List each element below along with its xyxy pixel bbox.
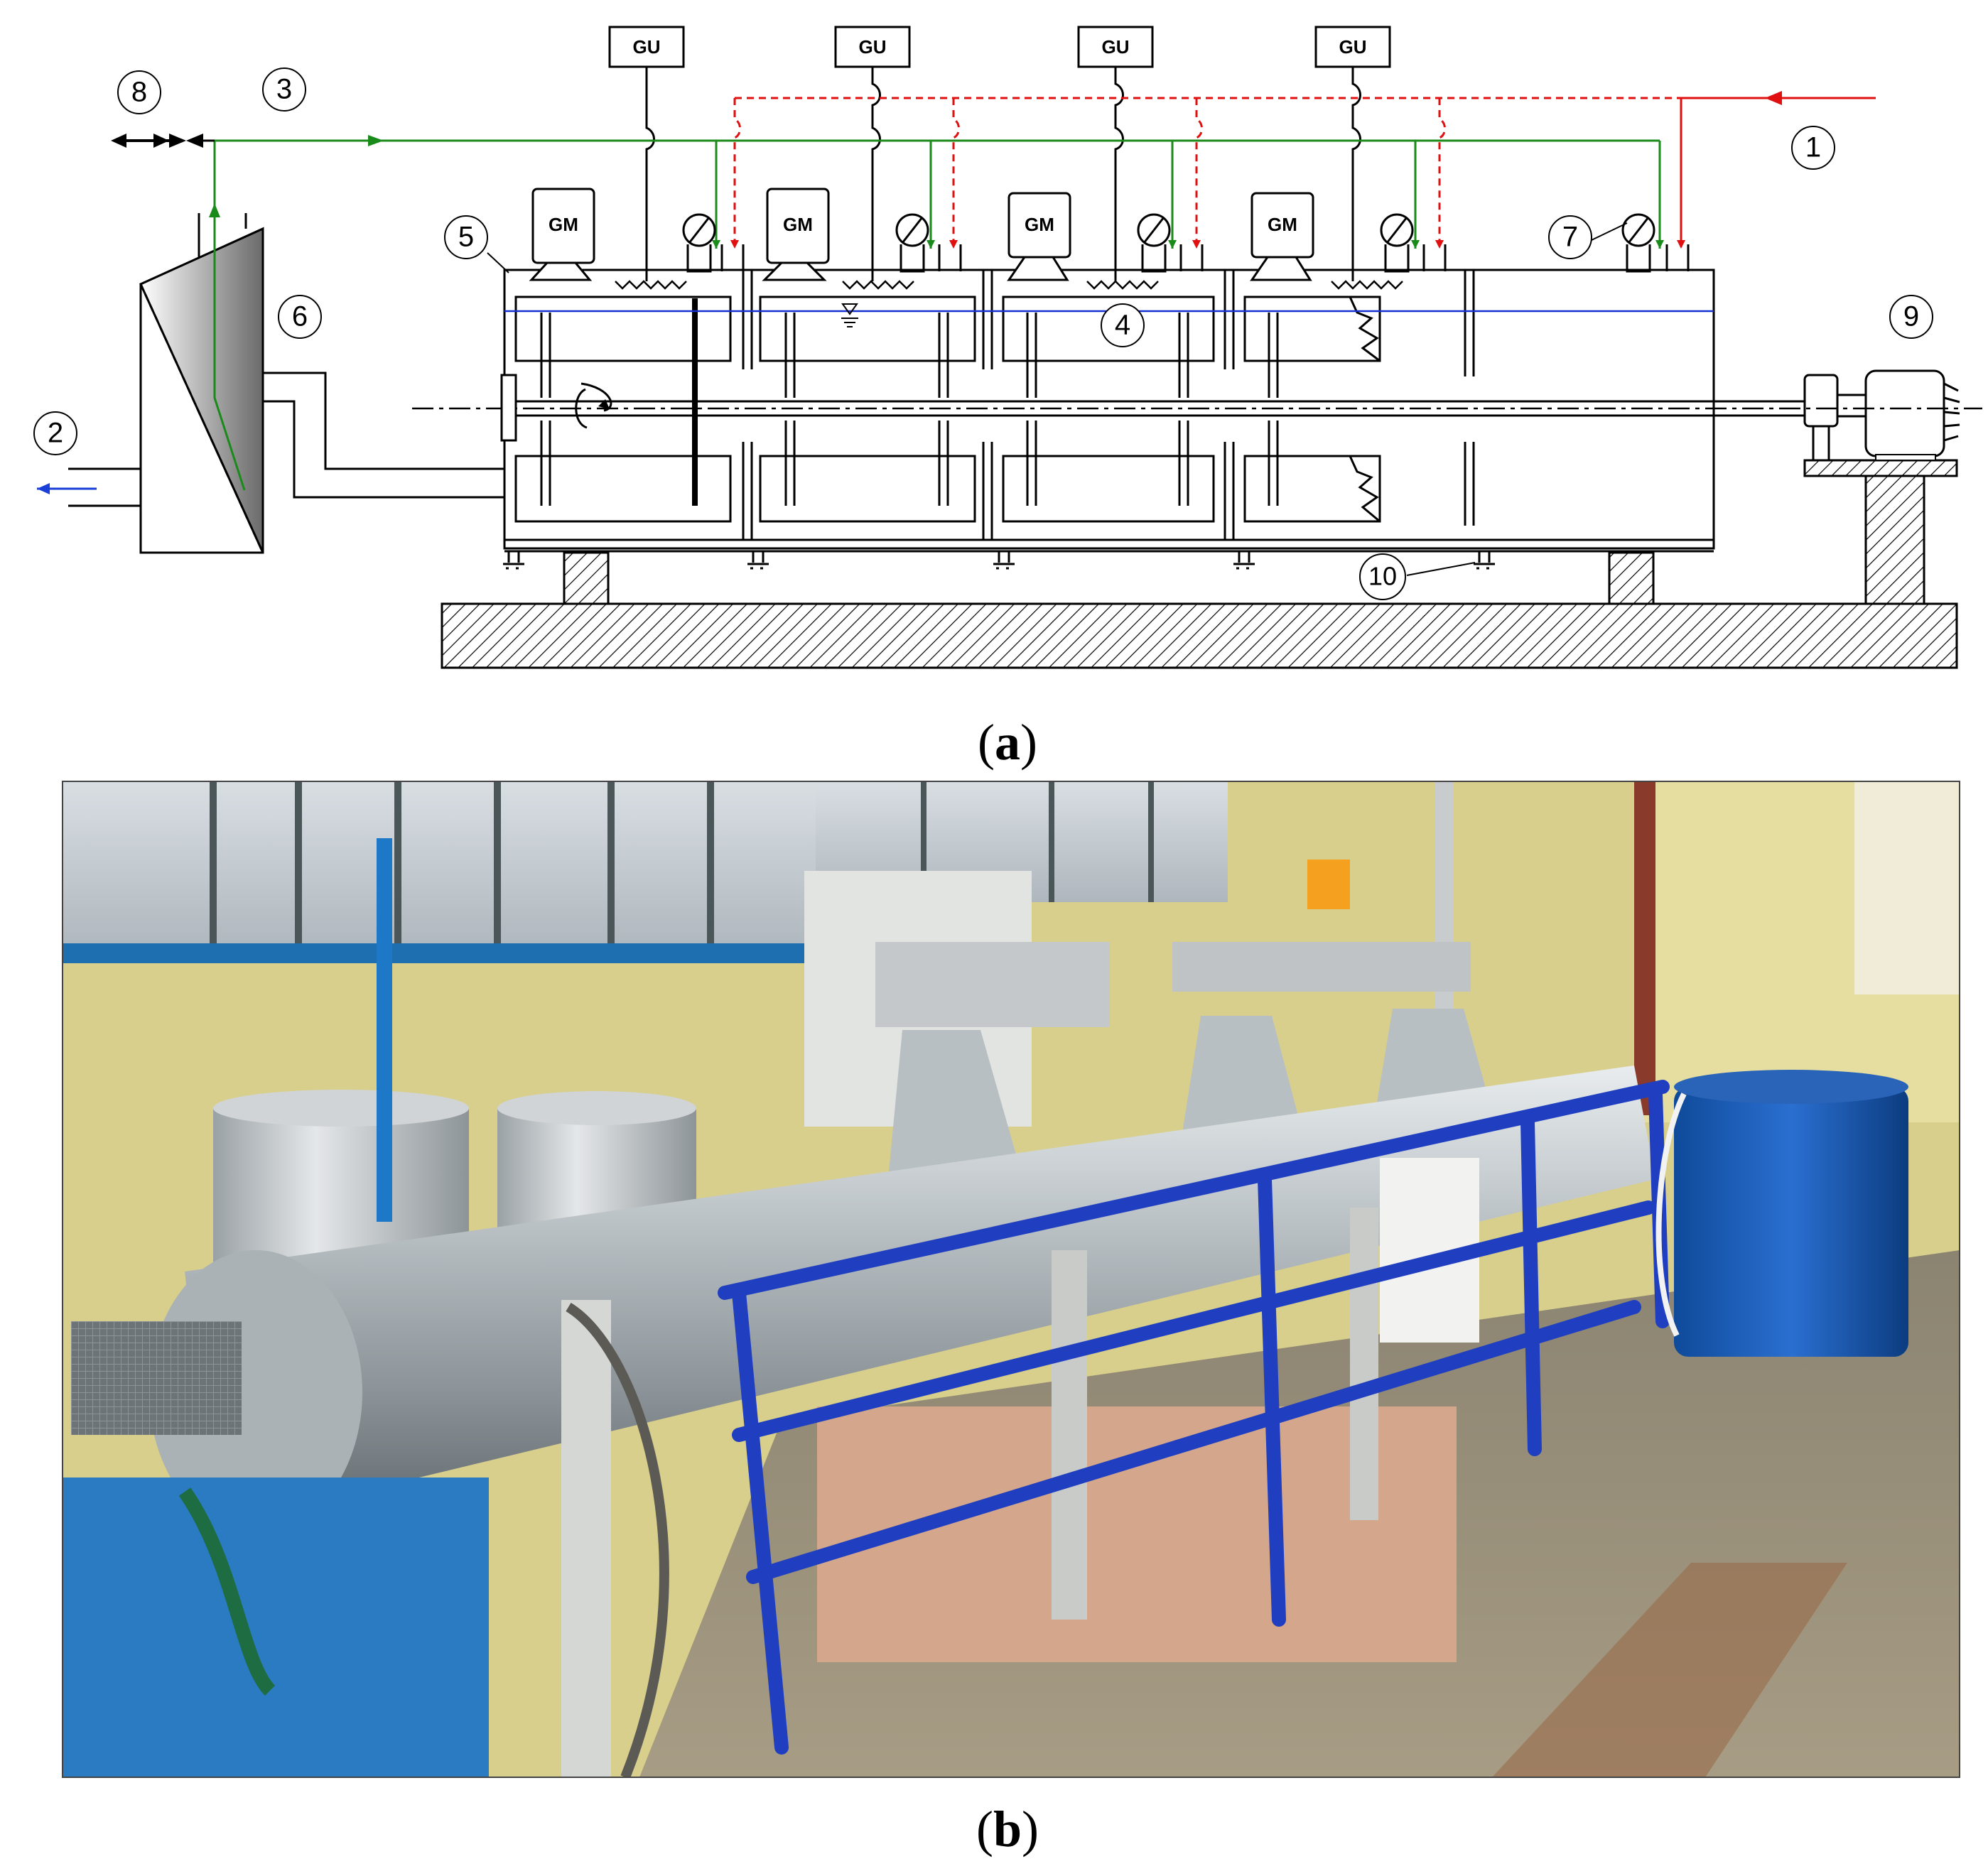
svg-text:3: 3: [276, 74, 292, 105]
gu-label: GU: [859, 36, 887, 58]
caption-b: (b): [976, 1801, 1039, 1858]
pressure-gauge: [895, 213, 962, 273]
gu-label: GU: [1102, 36, 1130, 58]
callout-8: 8: [117, 70, 161, 114]
panel-b-photo: (b): [62, 781, 1960, 1858]
hot-air-inlet-arrow: [1765, 91, 1782, 105]
callout-5: 5: [444, 215, 488, 259]
gu-unit: GU: [834, 26, 911, 281]
motor-base-plate: [1803, 459, 1958, 477]
drive-motor: [1803, 369, 1960, 462]
cyclone-separator: [68, 213, 264, 554]
callout-4: 4: [1101, 303, 1145, 347]
gu-label: GU: [633, 36, 661, 58]
svg-text:1: 1: [1805, 132, 1821, 163]
callout-7: 7: [1548, 215, 1592, 259]
gu-unit: GU: [608, 26, 685, 281]
svg-text:8: 8: [131, 77, 147, 108]
svg-text:5: 5: [458, 222, 474, 253]
gm-label: GM: [549, 214, 578, 235]
callout-10: 10: [1359, 553, 1406, 600]
foundation-slab: [441, 602, 1958, 669]
gm-label: GM: [1025, 214, 1054, 235]
gm-unit: GM: [1250, 192, 1314, 281]
gm-unit: GM: [529, 188, 595, 281]
gu-unit: GU: [1077, 26, 1154, 281]
gu-label: GU: [1339, 36, 1367, 58]
gas-flow-arrow: [368, 135, 384, 146]
panel-a-schematic: GM GM GM GM GU GU: [33, 26, 1982, 771]
valve: [111, 134, 215, 148]
svg-text:10: 10: [1368, 562, 1397, 591]
pressure-gauge: [1380, 213, 1447, 273]
svg-text:4: 4: [1115, 310, 1130, 341]
water-level-marker-icon: [841, 303, 858, 327]
callout-1: 1: [1791, 126, 1835, 170]
callout-9: 9: [1889, 295, 1933, 339]
support-pedestal: [563, 551, 610, 605]
svg-text:2: 2: [48, 418, 63, 449]
gm-label: GM: [1268, 214, 1297, 235]
connecting-duct: [263, 372, 504, 499]
support-pedestal: [1608, 551, 1655, 605]
gas-line: [213, 139, 1661, 491]
rotation-arrow-icon: [575, 382, 612, 429]
gu-unit: GU: [1314, 26, 1391, 281]
compartment-walls: [514, 270, 1475, 540]
callout-2: 2: [33, 411, 77, 455]
svg-text:7: 7: [1562, 222, 1578, 253]
gm-label: GM: [783, 214, 813, 235]
svg-text:6: 6: [292, 301, 308, 332]
gm-unit: GM: [762, 188, 830, 281]
callout-3: 3: [262, 67, 306, 112]
pressure-gauge: [682, 213, 745, 273]
callout-6: 6: [278, 295, 322, 339]
gm-unit: GM: [1007, 192, 1071, 281]
caption-a: (a): [978, 714, 1037, 771]
drain-valves: [503, 551, 1495, 570]
svg-text:9: 9: [1903, 301, 1919, 332]
pressure-gauge: [1137, 213, 1204, 273]
pressure-gauge: [1621, 213, 1690, 273]
motor-pedestal: [1864, 473, 1925, 605]
